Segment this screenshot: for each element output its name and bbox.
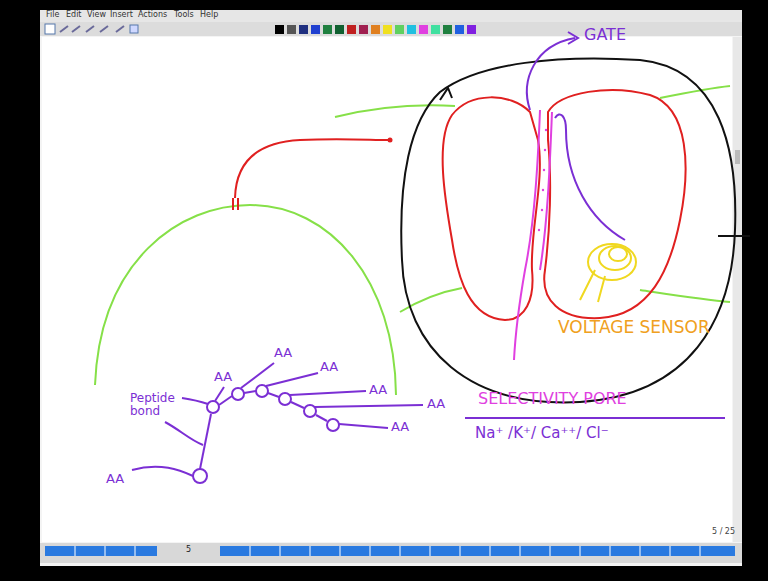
page-strip [45, 546, 157, 556]
voltage-sensor-label: VOLTAGE SENSOR [558, 318, 710, 337]
underline [465, 417, 725, 419]
pore-line [514, 110, 552, 360]
menu-item: View [87, 11, 106, 20]
gate-label: GATE [584, 26, 626, 44]
arrow-tip [388, 138, 393, 143]
tool-icons [45, 24, 476, 34]
channel-subunit [443, 90, 686, 320]
zoom-arrow [233, 139, 388, 210]
amino-acid-label: AA [214, 370, 232, 384]
tool-bar [40, 22, 742, 36]
status-bar [40, 543, 742, 563]
page-dividers [75, 546, 700, 556]
peptide-bond-label: Peptide bond [130, 392, 182, 418]
canvas [42, 37, 732, 542]
ion-list: Na⁺ /K⁺/ Ca⁺⁺/ Cl⁻ [475, 425, 609, 442]
peptide-chain [132, 363, 423, 483]
amino-acid-label: AA [320, 360, 338, 374]
menu-item: Insert [110, 11, 133, 20]
amino-acid-label: AA [106, 472, 124, 486]
menu-item: File [46, 11, 59, 20]
scrollbar [733, 37, 742, 542]
circle-mark [718, 235, 750, 237]
menu-item: Actions [138, 11, 167, 20]
menu-bar [40, 10, 742, 22]
app-window [40, 10, 742, 566]
scroll-thumb [735, 150, 740, 164]
page-strip [220, 546, 735, 556]
amino-acid-label: AA [427, 397, 445, 411]
ion-dots [538, 129, 547, 231]
membrane-line [95, 86, 730, 395]
voltage-sensor-coil [580, 244, 636, 302]
menu-item: Edit [66, 11, 82, 20]
page-counter: 5 / 25 [712, 528, 735, 537]
menu-item: Tools [174, 11, 194, 20]
gate-arrow [527, 32, 625, 240]
zoom-circle [401, 59, 735, 403]
amino-acid-label: AA [391, 420, 409, 434]
page-number: 5 [186, 546, 191, 555]
menu-item: Help [200, 11, 218, 20]
circle-mark [440, 88, 452, 100]
selectivity-pore-label: SELECTIVITY PORE [478, 390, 627, 408]
amino-acid-label: AA [369, 383, 387, 397]
amino-acid-label: AA [274, 346, 292, 360]
